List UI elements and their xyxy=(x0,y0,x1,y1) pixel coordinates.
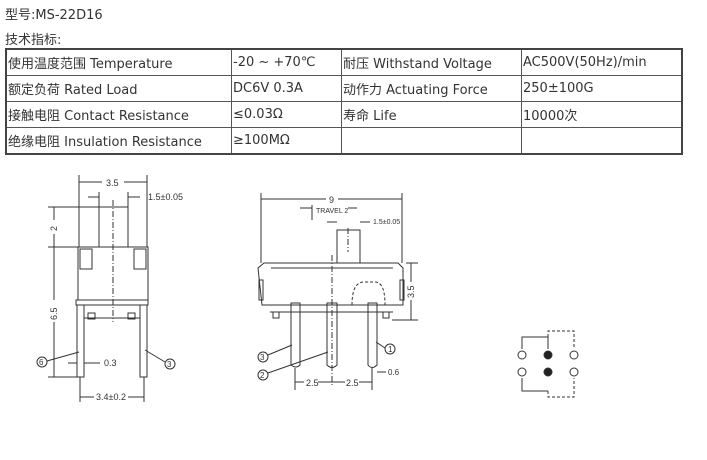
spec-heading: 技术指标: xyxy=(5,33,62,48)
dim-height: 6.5 xyxy=(49,307,59,320)
dim-stem-height: 2 xyxy=(49,226,59,231)
spec-label-cell: 绝缘电阻 Insulation Resistance xyxy=(5,127,232,155)
dim-pitch-1: 2.5 xyxy=(306,378,319,388)
pin-label-3: 3 xyxy=(167,360,172,369)
spec-value-cell: DC6V 0.3A xyxy=(231,75,342,102)
spec-value-cell: ≥100MΩ xyxy=(231,127,342,155)
spec-value-cell: ≤0.03Ω xyxy=(231,101,342,128)
pcb-pad-layout xyxy=(517,330,579,398)
dim-width: 3.5 xyxy=(106,178,119,188)
spec-label-cell: 接触电阻 Contact Resistance xyxy=(5,101,232,128)
pin-label-6: 6 xyxy=(39,358,44,367)
spec-value-cell xyxy=(521,127,683,155)
dim-front-height: 3.5 xyxy=(406,285,416,298)
dim-pin-width: 0.6 xyxy=(388,368,400,377)
model-number: 型号:MS-22D16 xyxy=(5,8,103,23)
dim-stem: 1.5±0.05 xyxy=(148,192,183,202)
spec-label-cell xyxy=(341,127,522,155)
travel-label: TRAVEL 2 xyxy=(316,208,348,215)
front-view-drawing: 9 TRAVEL 2 1.5±0.05 3.5 2.5 2.5 0.6 3 2 … xyxy=(257,193,418,390)
spec-value-cell: AC500V(50Hz)/min xyxy=(521,48,683,76)
pin-label-2: 2 xyxy=(260,371,265,380)
dim-pitch: 3.4±0.2 xyxy=(96,392,126,402)
dim-front-stem: 1.5±0.05 xyxy=(373,219,400,226)
table-row: 绝缘电阻 Insulation Resistance≥100MΩ xyxy=(5,127,683,155)
dim-pitch-2: 2.5 xyxy=(346,378,359,388)
dim-front-width: 9 xyxy=(329,195,334,205)
side-view-drawing: 3.5 1.5±0.05 2 6.5 0.3 3.4±0.2 6 3 xyxy=(36,175,183,402)
pin-label-3-front: 3 xyxy=(260,353,265,362)
spec-label-cell: 动作力 Actuating Force xyxy=(341,75,522,102)
dim-pin: 0.3 xyxy=(104,358,117,368)
spec-value-cell: 10000次 xyxy=(521,101,683,128)
spec-label-cell: 寿命 Life xyxy=(341,101,522,128)
pin-label-1: 1 xyxy=(388,345,393,354)
